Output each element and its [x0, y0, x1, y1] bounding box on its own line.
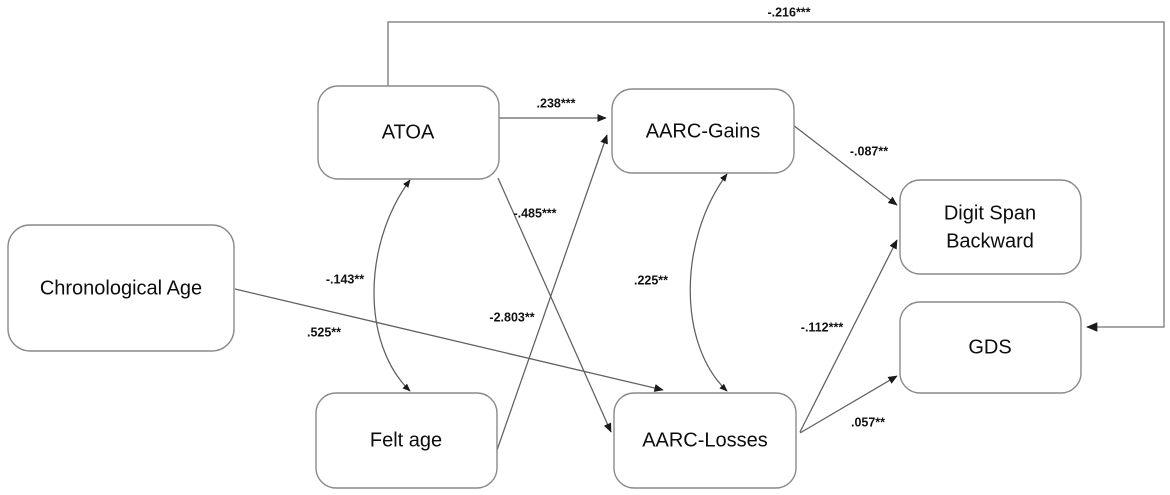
edge-aarc-losses-to-gds [799, 375, 898, 434]
edge-chronological-age-to-aarc-losses [234, 288, 664, 392]
edge-atoa-felt-age-covariance [373, 179, 411, 392]
node-digit-span-backward-label-line2: Backward [946, 230, 1034, 252]
node-aarc-gains[interactable]: AARC-Gains [611, 88, 795, 174]
edge-atoa-to-gds [387, 21, 1165, 332]
coefficient-label-aarc-gains-to-digit-span: -.087** [850, 144, 888, 158]
node-digit-span-backward-box [899, 179, 1082, 275]
edge-aarc-gains-losses-covariance [689, 173, 728, 392]
node-atoa[interactable]: ATOA [317, 85, 500, 180]
edge-atoa-to-aarc-losses [497, 177, 612, 433]
coefficient-label-aarc-losses-to-digit-span: -.112*** [801, 320, 844, 334]
node-gds[interactable]: GDS [899, 301, 1082, 394]
edge-felt-age-to-aarc-gains [495, 134, 608, 454]
edge-aarc-gains-to-digit-span [792, 124, 898, 206]
node-felt-age[interactable]: Felt age [315, 392, 498, 489]
node-aarc-gains-label: AARC-Gains [646, 120, 760, 142]
coefficient-label-aarc-gains-losses-covariance: .225** [634, 273, 668, 287]
node-aarc-losses-box [613, 392, 797, 489]
coefficient-label-atoa-to-aarc-gains: .238*** [537, 96, 576, 110]
node-gds-box [899, 301, 1082, 394]
coefficient-label-atoa-felt-age-covariance: -.143** [326, 272, 364, 286]
coefficient-label-felt-age-to-aarc-gains: -2.803** [489, 310, 534, 324]
node-aarc-losses-label: AARC-Losses [642, 429, 768, 451]
coefficient-label-atoa-to-gds: -.216*** [767, 5, 810, 19]
node-chronological-age-box [7, 224, 235, 352]
node-gds-label: GDS [968, 336, 1011, 358]
node-aarc-losses[interactable]: AARC-Losses [613, 392, 797, 489]
coefficient-label-aarc-losses-to-gds: .057** [851, 415, 885, 429]
node-chronological-age-label: Chronological Age [40, 277, 202, 299]
node-atoa-box [317, 85, 500, 180]
node-digit-span-backward-label-line1: Digit Span [944, 202, 1036, 224]
node-atoa-label: ATOA [382, 121, 435, 143]
coefficient-label-chronological-age-to-aarc-losses: .525** [307, 325, 341, 339]
edge-aarc-losses-to-digit-span [799, 239, 898, 433]
node-digit-span-backward[interactable]: Digit Span Backward [899, 179, 1082, 275]
node-chronological-age[interactable]: Chronological Age [7, 224, 235, 352]
coefficient-label-atoa-to-aarc-losses: -.485*** [513, 206, 556, 220]
node-aarc-gains-box [611, 88, 795, 174]
node-felt-age-label: Felt age [370, 429, 442, 451]
node-felt-age-box [315, 392, 498, 489]
